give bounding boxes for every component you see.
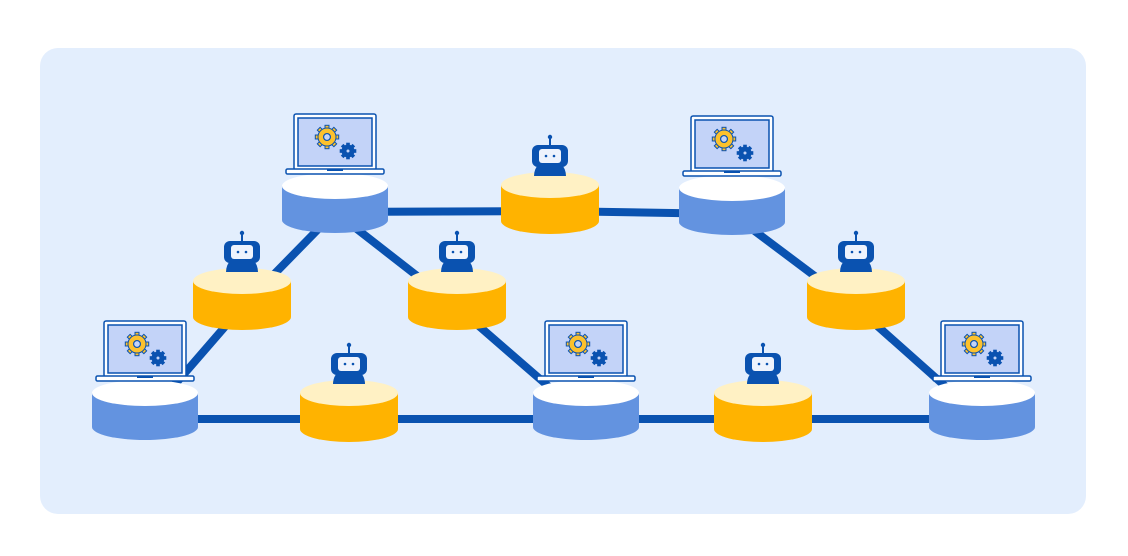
gear-icon bbox=[711, 126, 737, 152]
nodes bbox=[92, 113, 1035, 442]
cylinder-top bbox=[193, 268, 291, 294]
gear-icon bbox=[590, 349, 608, 367]
robot-agent-node-R1 bbox=[501, 134, 599, 234]
cylinder-body bbox=[282, 186, 388, 233]
cylinder-body bbox=[408, 281, 506, 330]
robot-agent-node-R3 bbox=[408, 230, 506, 330]
cylinder-body bbox=[679, 188, 785, 235]
gear-icon bbox=[314, 124, 340, 150]
robot-icon bbox=[224, 230, 260, 272]
cylinder-body bbox=[929, 393, 1035, 440]
cylinder-top bbox=[282, 173, 388, 199]
laptop-gears-icon bbox=[932, 320, 1032, 382]
gear-icon bbox=[339, 142, 357, 160]
cylinder-body bbox=[300, 393, 398, 442]
robot-icon bbox=[331, 342, 367, 384]
laptop-server-node-L1 bbox=[282, 113, 388, 233]
cylinder-top bbox=[807, 268, 905, 294]
gear-icon bbox=[736, 144, 754, 162]
robot-icon bbox=[439, 230, 475, 272]
laptop-gears-icon bbox=[95, 320, 195, 382]
robot-agent-node-R4 bbox=[807, 230, 905, 330]
gear-icon bbox=[961, 331, 987, 357]
laptop-server-node-L2 bbox=[679, 115, 785, 235]
cylinder-top bbox=[533, 380, 639, 406]
cylinder-body bbox=[714, 393, 812, 442]
laptop-gears-icon bbox=[536, 320, 636, 382]
cylinder-top bbox=[300, 380, 398, 406]
robot-icon bbox=[838, 230, 874, 272]
gear-icon bbox=[149, 349, 167, 367]
gear-icon bbox=[124, 331, 150, 357]
robot-icon bbox=[745, 342, 781, 384]
laptop-server-node-L5 bbox=[929, 320, 1035, 440]
cylinder-top bbox=[92, 380, 198, 406]
cylinder-body bbox=[807, 281, 905, 330]
gear-icon bbox=[565, 331, 591, 357]
cylinder-body bbox=[501, 185, 599, 234]
cylinder-body bbox=[193, 281, 291, 330]
laptop-gears-icon bbox=[682, 115, 782, 177]
robot-agent-node-R6 bbox=[714, 342, 812, 442]
robot-agent-node-R5 bbox=[300, 342, 398, 442]
laptop-gears-icon bbox=[285, 113, 385, 175]
cylinder-top bbox=[501, 172, 599, 198]
cylinder-top bbox=[714, 380, 812, 406]
cylinder-body bbox=[92, 393, 198, 440]
robot-agent-node-R2 bbox=[193, 230, 291, 330]
cylinder-top bbox=[408, 268, 506, 294]
cylinder-top bbox=[679, 175, 785, 201]
cylinder-top bbox=[929, 380, 1035, 406]
gear-icon bbox=[986, 349, 1004, 367]
robot-icon bbox=[532, 134, 568, 176]
laptop-server-node-L4 bbox=[533, 320, 639, 440]
laptop-server-node-L3 bbox=[92, 320, 198, 440]
cylinder-body bbox=[533, 393, 639, 440]
